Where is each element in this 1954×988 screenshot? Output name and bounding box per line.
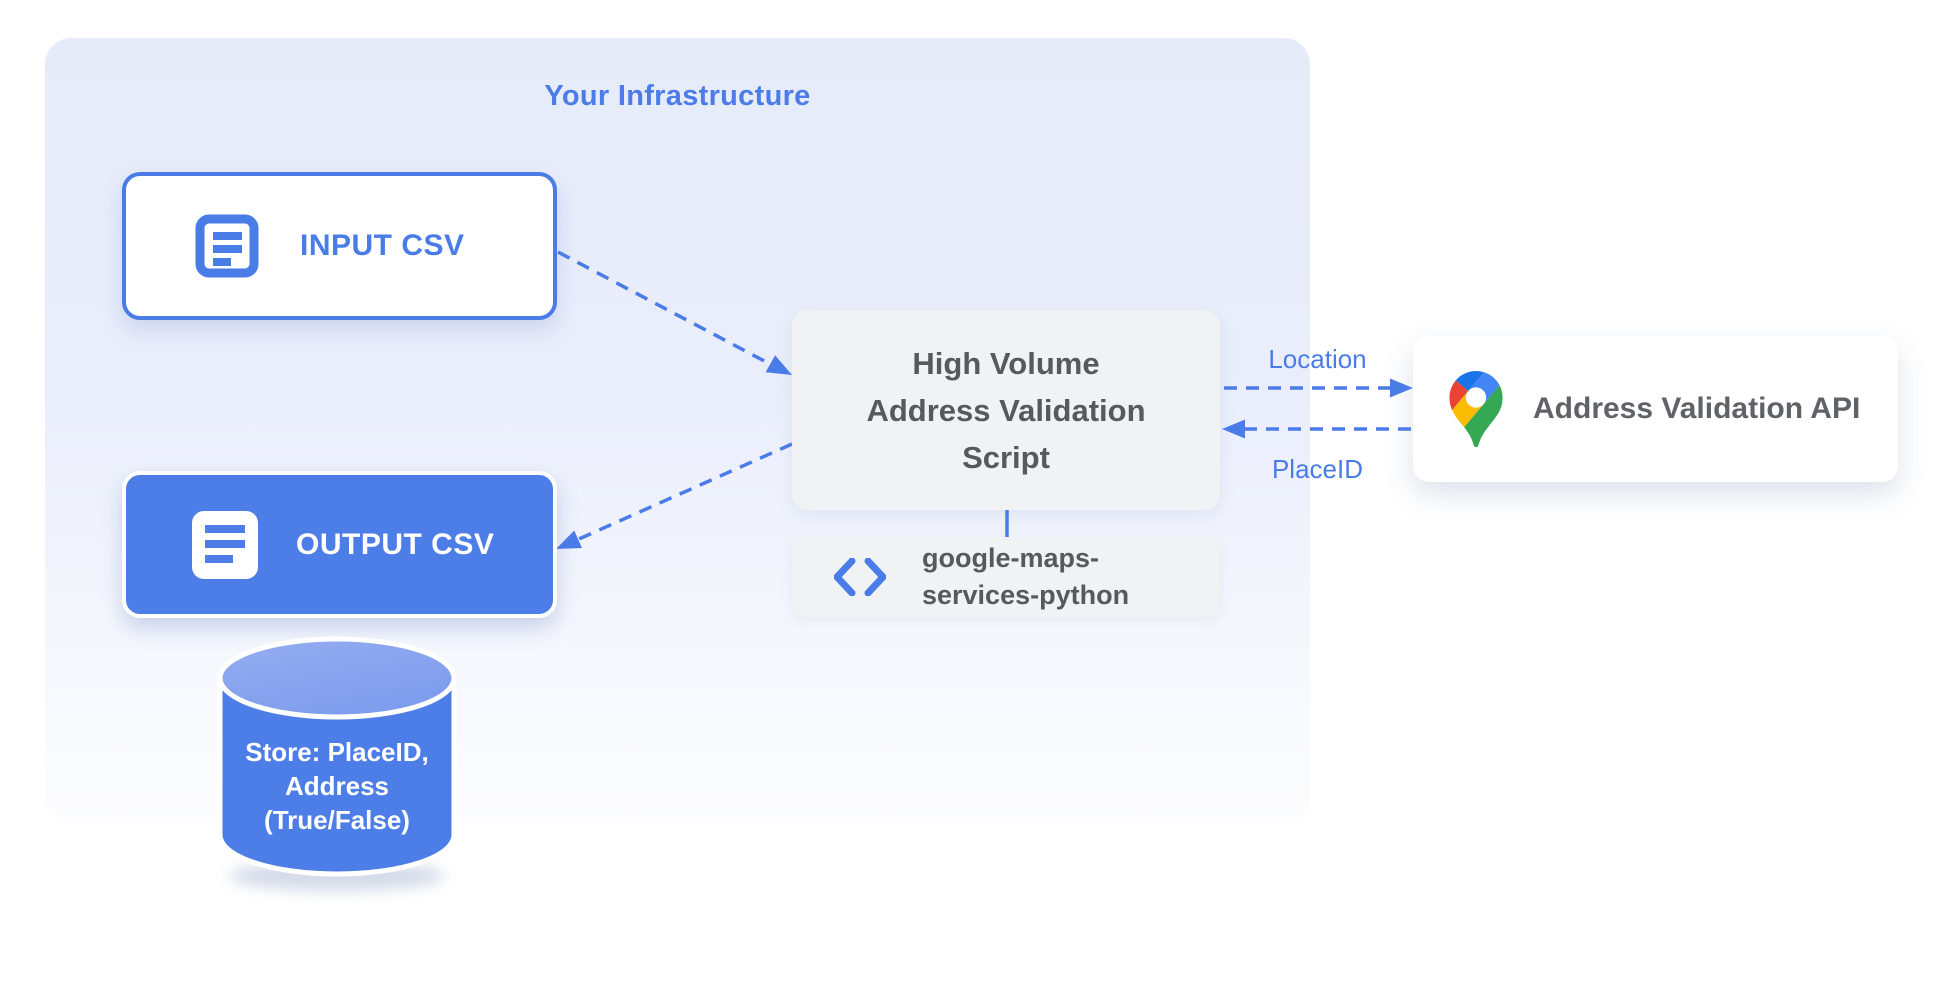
output-csv-node: OUTPUT CSV bbox=[122, 471, 557, 618]
code-brackets-icon bbox=[834, 558, 886, 596]
output-csv-label: OUTPUT CSV bbox=[296, 527, 495, 561]
datastore-label: Store: PlaceID, Address (True/False) bbox=[245, 737, 429, 835]
location-edge-label: Location bbox=[1268, 344, 1367, 374]
library-label: google-maps- services-python bbox=[922, 543, 1130, 610]
api-node: Address Validation API bbox=[1413, 336, 1898, 482]
library-node: google-maps- services-python bbox=[792, 537, 1220, 617]
infrastructure-title: Your Infrastructure bbox=[544, 80, 811, 112]
placeid-edge-label: PlaceID bbox=[1271, 454, 1364, 484]
script-label-line: Address Validation bbox=[866, 392, 1146, 428]
input-csv-node: INPUT CSV bbox=[122, 172, 557, 320]
script-label-line: High Volume bbox=[912, 345, 1100, 381]
csv-document-filled-icon bbox=[192, 510, 258, 579]
csv-document-outline-icon bbox=[192, 211, 262, 281]
script-label-line: Script bbox=[962, 439, 1050, 475]
google-maps-pin-icon bbox=[1449, 371, 1503, 447]
api-label: Address Validation API bbox=[1533, 392, 1861, 425]
script-node: High Volume Address Validation Script bbox=[792, 310, 1220, 510]
input-csv-label: INPUT CSV bbox=[300, 229, 465, 262]
